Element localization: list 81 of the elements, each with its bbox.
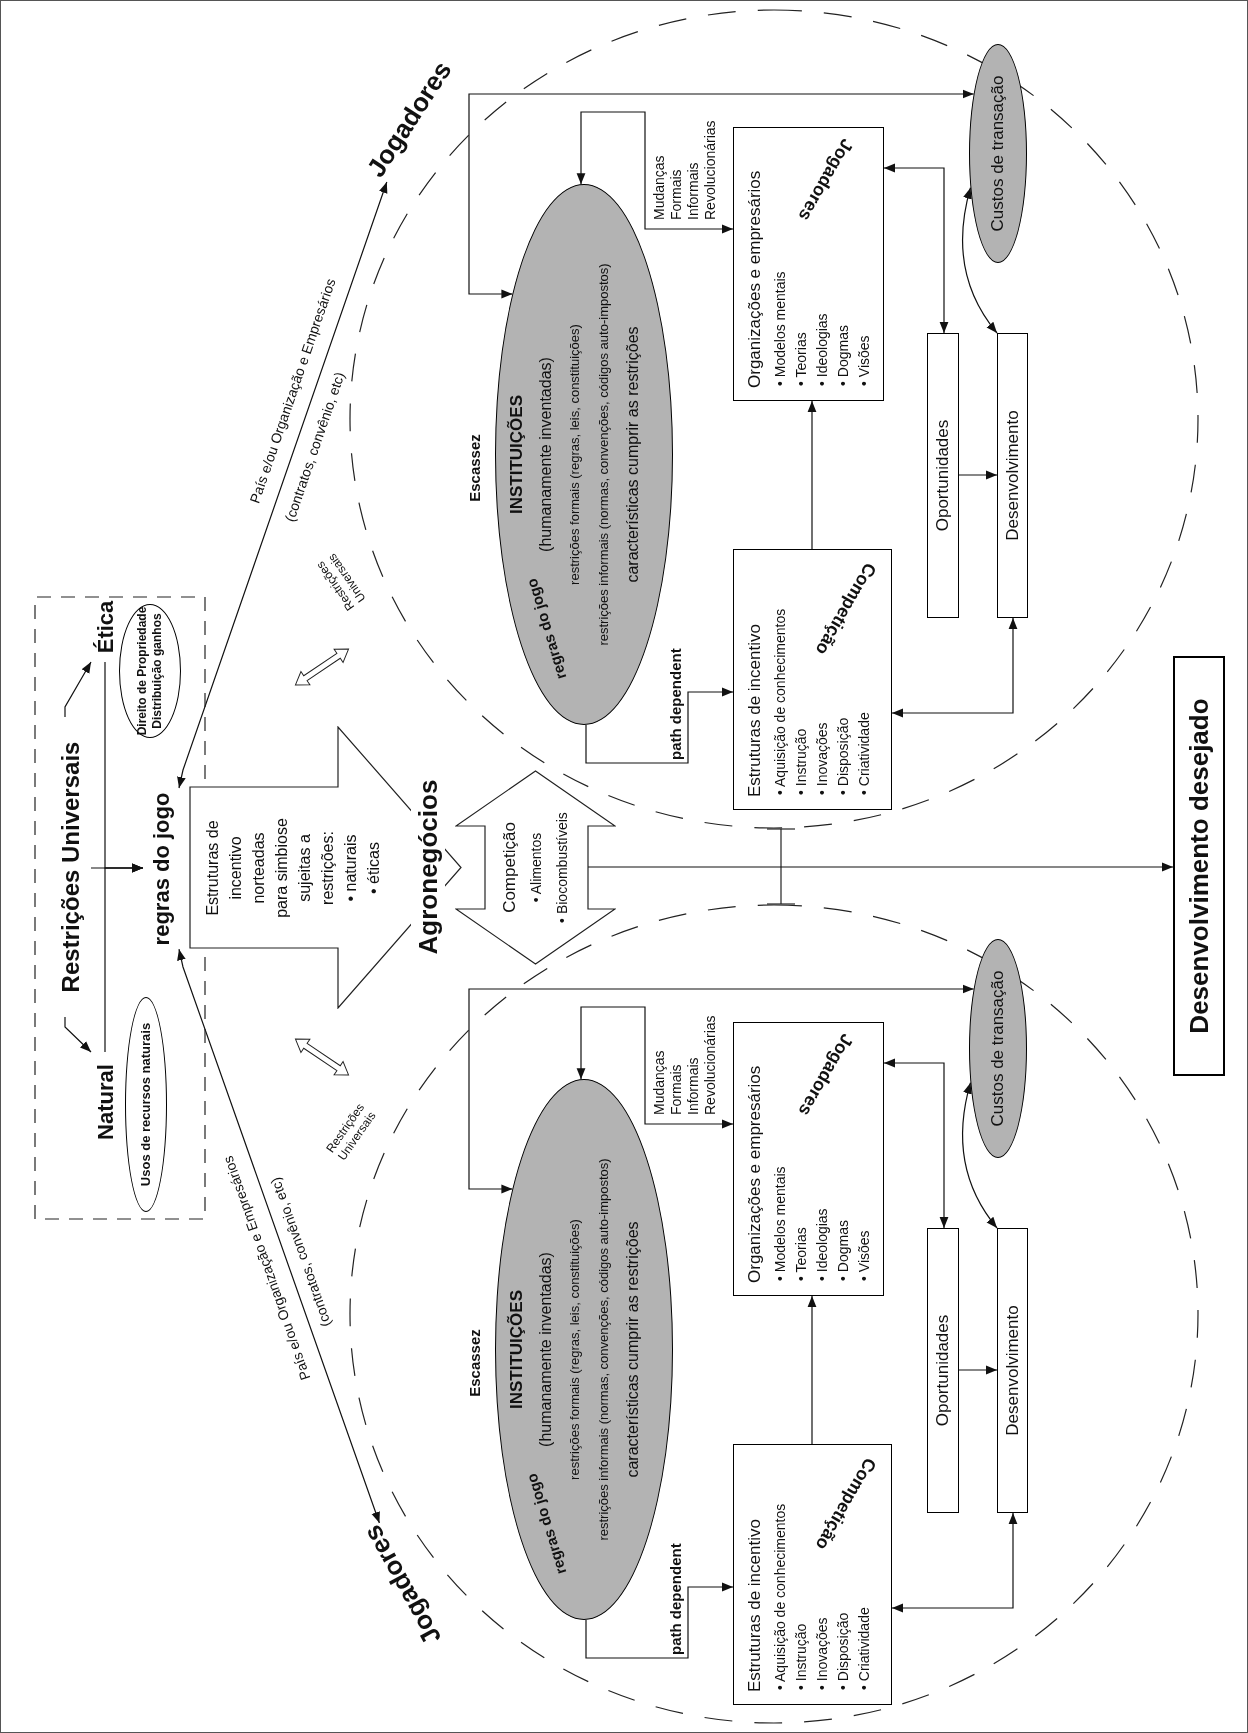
box-heading: Estruturas de incentivo (744, 624, 765, 797)
ellipse-text: Distribuição ganhos (150, 613, 165, 729)
connector-arrow (468, 984, 975, 1194)
arrow-text: Competição (498, 822, 520, 913)
list-item: • Visões (855, 1229, 873, 1281)
ellipse-text: (humanamente inventadas) (536, 1252, 555, 1447)
connector-arrow (807, 1295, 817, 1445)
title-text: Ética (91, 592, 119, 662)
list-item: • Biocombustíveis (552, 812, 571, 923)
list-item: • Aquisição de conhecimentos (771, 608, 789, 795)
list-item: • Criatividade (855, 1606, 873, 1690)
cost-ellipse: Custos de transação (969, 939, 1027, 1158)
ellipse-text: restrições informais (normas, convenções, códigos auto-impostos) (595, 1158, 612, 1541)
list-item: • Teorias (792, 1226, 810, 1281)
connector-arrow (891, 1512, 1018, 1613)
list-item: • Instrução (792, 1622, 810, 1690)
list-item: • naturais (341, 834, 360, 902)
connector-arrow (958, 470, 998, 480)
rotated-label: regras do jogo (523, 1472, 569, 1576)
rotated-label: regras do jogo (523, 577, 569, 681)
connector-arrow (468, 89, 975, 299)
process-box: Desenvolvimento (997, 1228, 1028, 1513)
connector-arrow (958, 1365, 998, 1375)
title-text: Natural (91, 1052, 119, 1152)
process-box (733, 127, 884, 401)
connector-arrow (585, 687, 734, 764)
connector-arrow (576, 1006, 734, 1129)
list-item: • Modelos mentais (771, 1166, 789, 1281)
ellipse-text: características cumprir as restrições (623, 326, 642, 583)
connector-arrow (90, 863, 144, 873)
box-heading: Organizações e empresários (744, 1065, 765, 1283)
box-heading: Estruturas de incentivo (744, 1519, 765, 1692)
side-label: Escassez (464, 1328, 484, 1399)
connector-arrow (883, 163, 949, 334)
process-box (733, 549, 892, 810)
arrow-text: Estruturas de incentivo norteadas para simbiose sujeitas a restrições: (203, 817, 337, 920)
list-item: • Visões (855, 334, 873, 386)
ellipse-text: restrições informais (normas, convenções, códigos auto-impostos) (595, 263, 612, 646)
connector-arrow (64, 661, 92, 718)
process-box: Oportunidades (927, 1228, 959, 1513)
ellipse-text: restrições formais (regras, leis, constituições) (566, 1219, 583, 1480)
list-item: • Teorias (792, 331, 810, 386)
ellipse-text: Direito de Propriedade (135, 606, 150, 736)
title-text: Restrições Universais (51, 717, 91, 1017)
box-heading: Organizações e empresários (744, 170, 765, 388)
ellipse-text: (humanamente inventadas) (536, 357, 555, 552)
list-item: • Ideologias (813, 1207, 831, 1281)
connector-arrow (891, 617, 1018, 718)
process-box (733, 1022, 884, 1296)
ellipse-text: INSTITUIÇÕES (506, 1290, 527, 1409)
connector-arrow (807, 400, 817, 550)
list-item: • Modelos mentais (771, 271, 789, 386)
process-box: Desenvolvimento (997, 333, 1028, 618)
edge-label: path dependent (666, 1543, 685, 1655)
ellipse-text: características cumprir as restrições (623, 1221, 642, 1478)
connector-arrow (576, 111, 734, 234)
list-item: • Ideologias (813, 312, 831, 386)
ellipse-text: Usos de recursos naturais (137, 1022, 154, 1187)
process-box: Desenvolvimento desejado (1173, 656, 1225, 1076)
process-box (733, 1444, 892, 1705)
edge-label: Mudanças Formais Informais Revolucionárias (651, 120, 719, 220)
connector-arrow (177, 948, 380, 1524)
connector-arrow (883, 1058, 949, 1229)
side-label: Escassez (464, 433, 484, 504)
edge-label: path dependent (666, 648, 685, 760)
process-box: Oportunidades (927, 333, 959, 618)
ellipse-text: INSTITUIÇÕES (506, 395, 527, 514)
list-item: • Instrução (792, 727, 810, 795)
ellipse-text: restrições formais (regras, leis, constituições) (566, 324, 583, 585)
edge-label: Mudanças Formais Informais Revolucionárias (651, 1015, 719, 1115)
connector-arrow (177, 181, 388, 789)
list-item: • Dogmas (834, 324, 852, 386)
list-item: • Aquisição de conhecimentos (771, 1503, 789, 1690)
title-text: regras do jogo (143, 779, 179, 959)
list-item: • Dogmas (834, 1219, 852, 1281)
connector-arrow (585, 1582, 734, 1659)
list-item: • éticas (364, 842, 383, 894)
cost-ellipse: Custos de transação (969, 44, 1027, 263)
list-item: • Alimentos (526, 832, 545, 903)
list-item: • Criatividade (855, 711, 873, 795)
connector-arrow (64, 1016, 92, 1053)
